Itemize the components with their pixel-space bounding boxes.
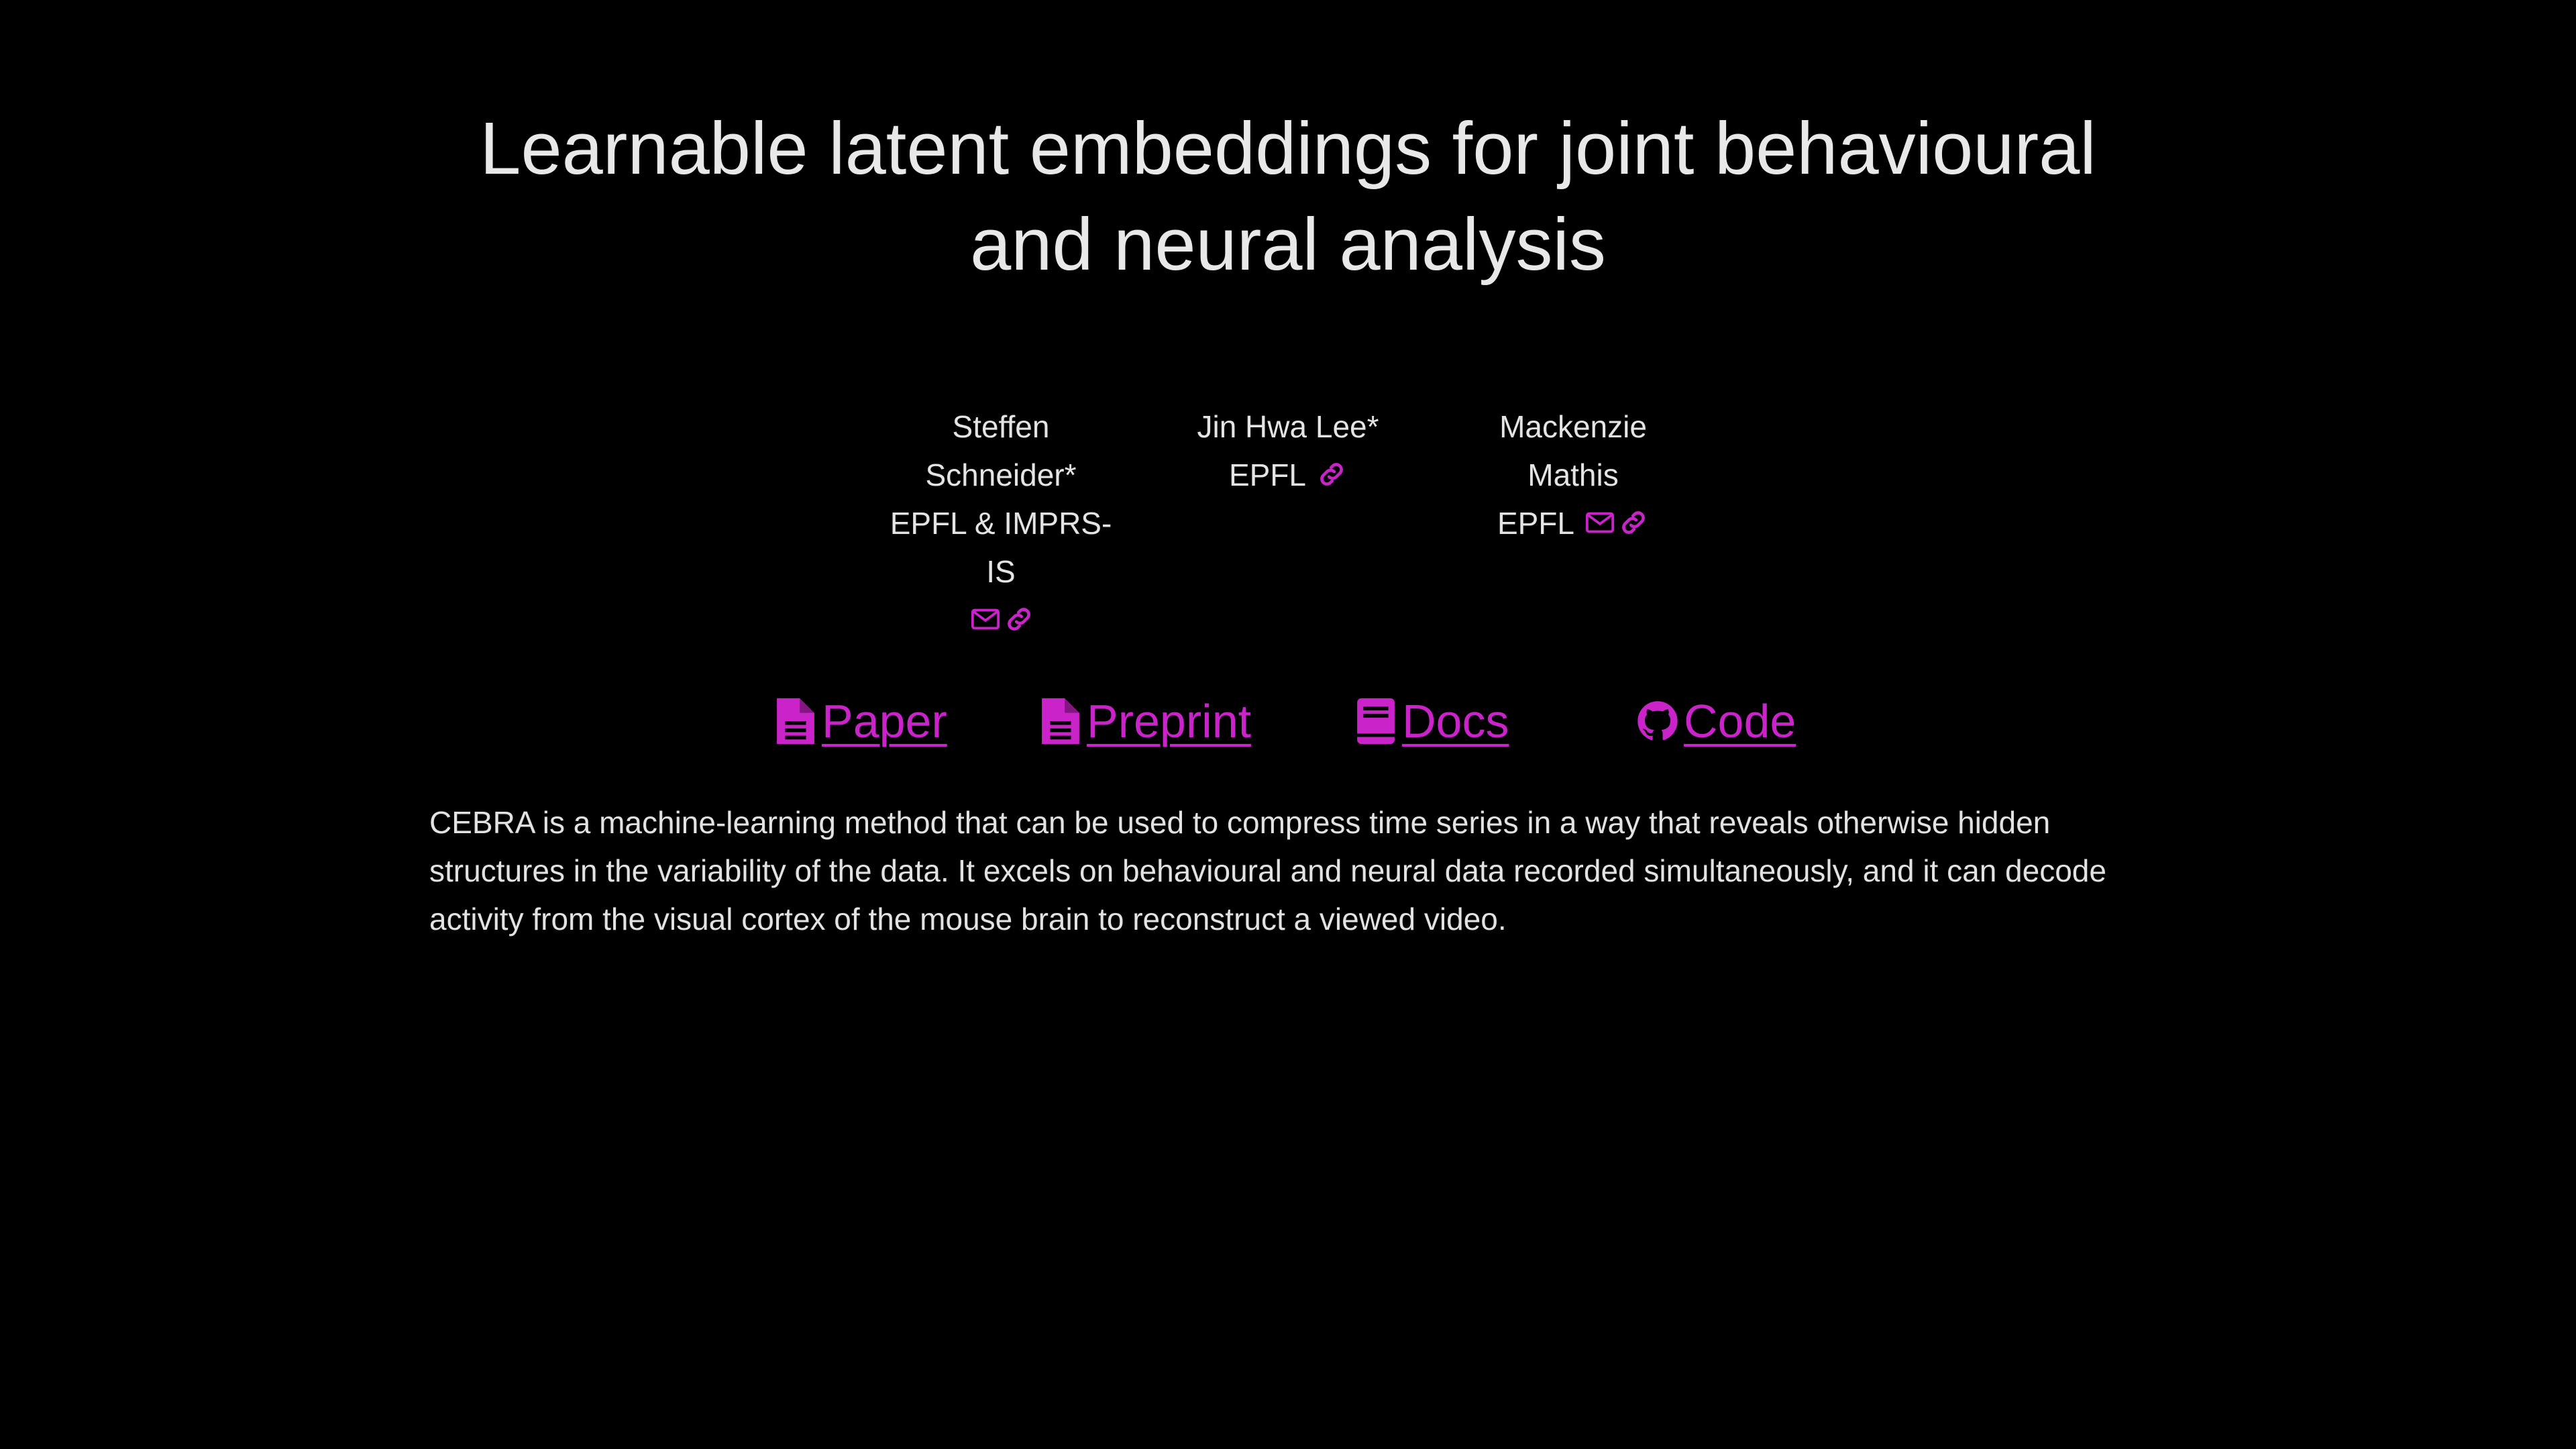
page-title: Learnable latent embeddings for joint be… — [480, 107, 2096, 286]
author-name: Jin Hwa Lee* — [1197, 409, 1379, 444]
author-name: Steffen Schneider* — [925, 409, 1077, 492]
author-affiliation: EPFL — [1497, 506, 1574, 541]
link-icon[interactable] — [1004, 604, 1034, 635]
author-links — [880, 596, 1122, 644]
preprint-link-label: Preprint — [1087, 695, 1252, 747]
preprint-link[interactable]: Preprint — [1040, 684, 1251, 758]
author-list: Steffen Schneider* EPFL & IMPRS-IS Jin H… — [0, 402, 2576, 631]
docs-link[interactable]: Docs — [1355, 684, 1509, 758]
author-name: Mackenzie Mathis — [1499, 409, 1647, 492]
author-affiliation: EPFL & IMPRS-IS — [890, 506, 1112, 589]
envelope-icon[interactable] — [1585, 507, 1615, 538]
paper-link[interactable]: Paper — [775, 684, 947, 758]
link-icon[interactable] — [1316, 459, 1347, 490]
link-icon[interactable] — [1618, 507, 1649, 538]
file-text-icon — [775, 696, 816, 747]
paper-link-label: Paper — [822, 695, 947, 747]
envelope-icon[interactable] — [970, 604, 1001, 635]
file-text-icon — [1040, 696, 1081, 747]
github-icon — [1637, 696, 1678, 747]
abstract-text: CEBRA is a machine-learning method that … — [429, 805, 2106, 936]
code-link-label: Code — [1684, 695, 1796, 747]
resource-links: Paper Preprint Docs Code — [0, 684, 2576, 758]
code-link[interactable]: Code — [1637, 684, 1796, 758]
author-affiliation: EPFL — [1228, 458, 1305, 492]
book-icon — [1355, 696, 1397, 747]
author-mackenzie-mathis: Mackenzie Mathis EPFL — [1452, 402, 1694, 547]
author-jin-hwa-lee: Jin Hwa Lee* EPFL — [1167, 402, 1409, 499]
docs-link-label: Docs — [1402, 695, 1509, 747]
author-steffen-schneider: Steffen Schneider* EPFL & IMPRS-IS — [880, 402, 1122, 644]
